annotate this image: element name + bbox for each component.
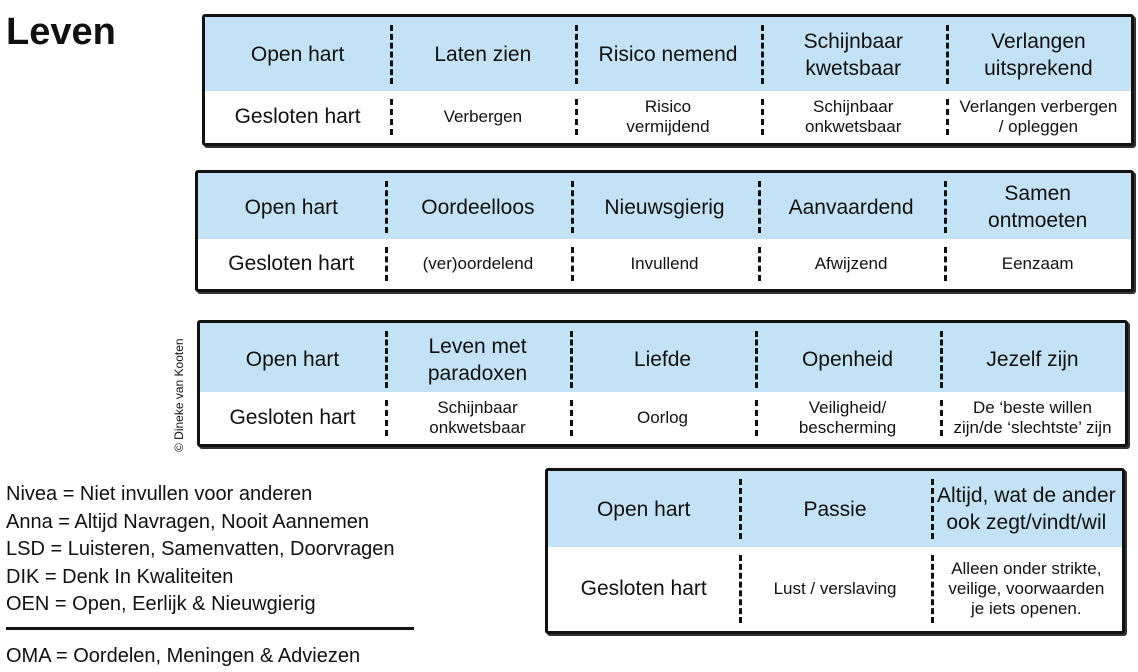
row-label-closed: Gesloten hart	[228, 252, 355, 275]
row-label-open: Open hart	[244, 195, 338, 219]
closed-cell: Schijnbaar onkwetsbaar	[385, 392, 570, 444]
row-label-closed: Gesloten hart	[229, 406, 356, 429]
row-label-open: Open hart	[245, 348, 340, 371]
row-label-open: Open hart	[596, 497, 691, 521]
closed-cell: Alleen onder strikte, veilige, voorwaard…	[930, 547, 1122, 631]
open-heart-row: Open hart Leven met paradoxen Liefde Ope…	[200, 323, 1125, 398]
row-label-closed: Gesloten hart	[234, 105, 361, 128]
acronym-legend: Nivea = Niet invullen voor anderen Anna …	[6, 481, 426, 619]
closed-cell: Verlangen verbergen / opleggen	[945, 91, 1131, 143]
closed-cell: Risico vermijdend	[575, 91, 760, 143]
open-cell: Aanvaardend	[757, 173, 945, 241]
legend-item: Anna = Altijd Navragen, Nooit Aannemen	[6, 510, 370, 533]
closed-cell: Veiligheid/ bescherming	[755, 392, 940, 444]
closed-heart-row: Gesloten hart (ver)oordelend Invullend A…	[198, 239, 1131, 289]
closed-cell: Oorlog	[570, 392, 755, 444]
closed-cell: Verbergen	[390, 91, 575, 143]
closed-cell: Afwijzend	[757, 239, 945, 289]
open-cell: Risico nemend	[575, 17, 760, 92]
open-cell: Openheid	[755, 323, 940, 396]
closed-heart-row: Gesloten hart Schijnbaar onkwetsbaar Oor…	[200, 392, 1125, 444]
open-cell: Oordeelloos	[384, 173, 572, 241]
open-cell: Altijd, wat de ander ook zegt/vindt/wil	[930, 471, 1122, 547]
legend-item: LSD = Luisteren, Samenvatten, Doorvragen	[6, 538, 395, 560]
closed-cell: Eenzaam	[944, 239, 1131, 289]
legend-item: DIK = Denk In Kwaliteiten	[6, 565, 234, 588]
legend-item: OEN = Open, Eerlijk & Nieuwgierig	[6, 593, 316, 615]
open-cell: Leven met paradoxen	[385, 323, 570, 396]
page-title: Leven	[6, 11, 116, 53]
open-cell: Passie	[739, 471, 930, 547]
open-cell: Verlangen uitsprekend	[945, 17, 1131, 92]
open-cell: Schijnbaar kwetsbaar	[760, 17, 946, 92]
row-label-open: Open hart	[250, 43, 345, 66]
open-cell: Laten zien	[390, 17, 575, 92]
open-cell: Liefde	[570, 323, 755, 396]
open-heart-row: Open hart Oordeelloos Nieuwsgierig Aanva…	[198, 173, 1131, 243]
heart-table-3: Open hart Leven met paradoxen Liefde Ope…	[197, 320, 1128, 447]
heart-table-2: Open hart Oordeelloos Nieuwsgierig Aanva…	[195, 170, 1134, 292]
legend-item: Nivea = Niet invullen voor anderen	[6, 483, 313, 505]
row-label-closed: Gesloten hart	[580, 577, 707, 600]
closed-cell: (ver)oordelend	[384, 239, 572, 289]
open-heart-row: Open hart Laten zien Risico nemend Schij…	[205, 17, 1131, 94]
heart-table-4: Open hart Passie Altijd, wat de ander oo…	[545, 468, 1125, 634]
closed-heart-row: Gesloten hart Verbergen Risico vermijden…	[205, 91, 1131, 143]
copyright-notice: © Dineke van Kooten	[172, 338, 186, 452]
closed-cell: De ‘beste willen zijn/de ‘slechtste’ zij…	[940, 392, 1125, 444]
legend-footer: OMA = Oordelen, Meningen & Adviezen	[6, 645, 361, 667]
open-cell: Nieuwsgierig	[571, 173, 758, 241]
open-heart-row: Open hart Passie Altijd, wat de ander oo…	[548, 471, 1122, 549]
closed-cell: Lust / verslaving	[739, 547, 930, 631]
closed-cell: Invullend	[571, 239, 758, 289]
closed-cell: Schijnbaar onkwetsbaar	[760, 91, 946, 143]
heart-table-1: Open hart Laten zien Risico nemend Schij…	[202, 14, 1134, 146]
closed-heart-row: Gesloten hart Lust / verslaving Alleen o…	[548, 547, 1122, 631]
open-cell: Samen ontmoeten	[944, 173, 1131, 241]
open-cell: Jezelf zijn	[940, 323, 1125, 396]
legend-divider	[6, 627, 414, 630]
